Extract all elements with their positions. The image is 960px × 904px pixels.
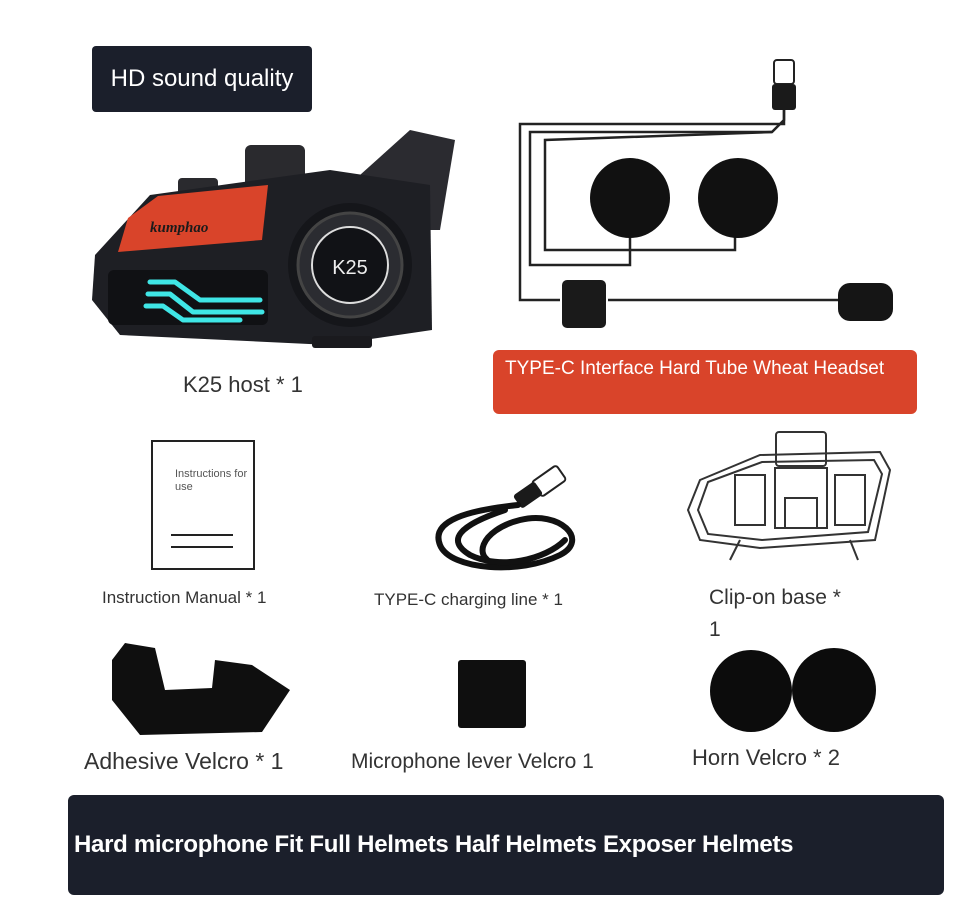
footer-banner: Hard microphone Fit Full Helmets Half He… [68, 795, 944, 895]
caption-adhesive-velcro: Adhesive Velcro * 1 [84, 748, 284, 774]
brand-logo-text: kumphao [150, 220, 208, 236]
mic-velcro-square [458, 660, 526, 728]
caption-clip-base: Clip-on base * 1 [709, 586, 841, 642]
instruction-manual-booklet: Instructions for use [151, 440, 255, 570]
caption-clip-base-line2: 1 [709, 618, 721, 641]
headset-caption-banner: TYPE-C Interface Hard Tube Wheat Headset [493, 350, 917, 414]
led-chevron-icon [143, 279, 265, 323]
hd-sound-badge: HD sound quality [92, 46, 312, 112]
caption-clip-base-line1: Clip-on base * [709, 586, 841, 609]
footer-text: Hard microphone Fit Full Helmets Half He… [74, 831, 794, 858]
caption-horn-velcro: Horn Velcro * 2 [692, 745, 840, 770]
manual-text-line1: Instructions for [175, 468, 248, 480]
caption-charging-line: TYPE-C charging line * 1 [374, 590, 563, 609]
caption-host: K25 host * 1 [183, 372, 303, 397]
horn-velcro-circle-right [792, 648, 876, 732]
horn-velcro-circle-left [710, 650, 792, 732]
caption-manual: Instruction Manual * 1 [102, 588, 267, 607]
manual-text-line2: use [175, 481, 193, 493]
device-model-label: K25 [332, 257, 368, 279]
caption-mic-velcro: Microphone lever Velcro 1 [351, 750, 594, 773]
